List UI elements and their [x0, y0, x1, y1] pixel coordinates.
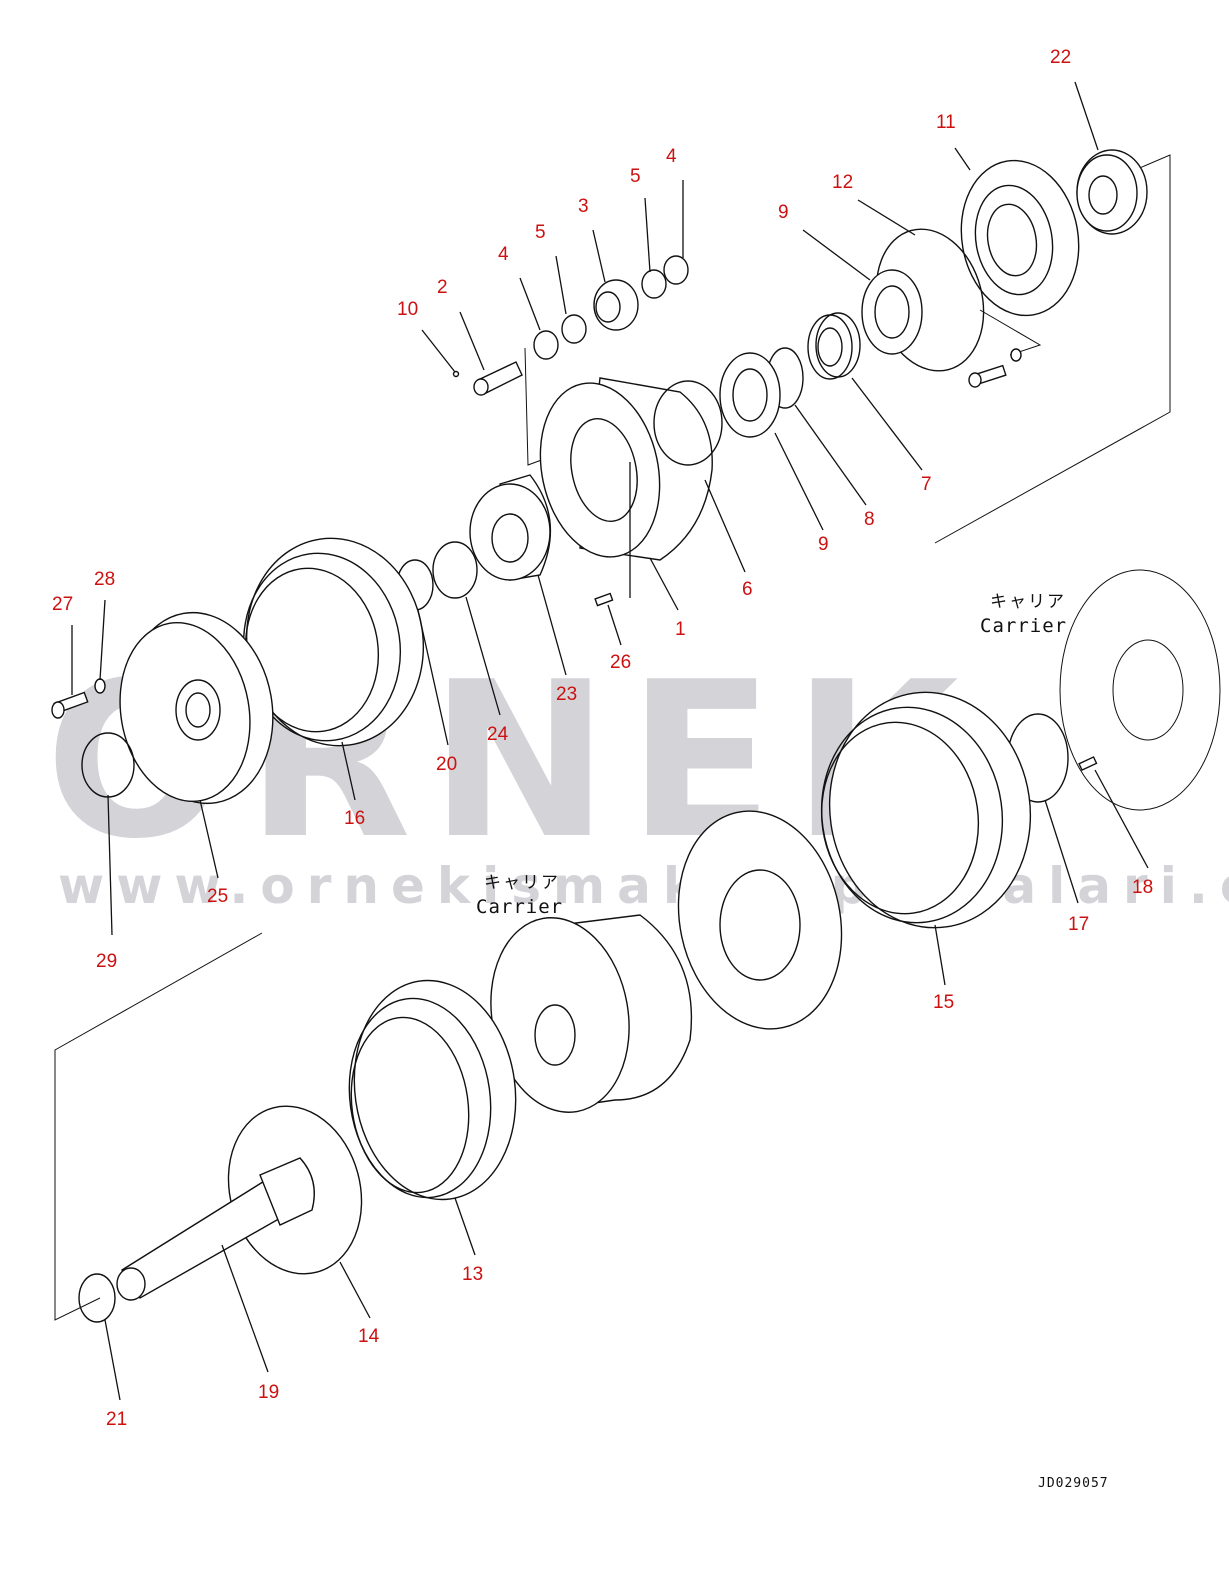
carrier-label-jp: キャリア — [484, 873, 560, 893]
lower-carrier — [490, 914, 693, 1113]
part-27-bolt — [51, 691, 89, 719]
callout-18: 18 — [1132, 877, 1153, 898]
part-26-pin — [594, 592, 614, 607]
callout-29: 29 — [96, 951, 117, 972]
callout-8: 8 — [864, 509, 875, 530]
callout-6: 6 — [742, 579, 753, 600]
callout-20: 20 — [436, 754, 457, 775]
callout-1: 1 — [675, 619, 686, 640]
callout-21: 21 — [106, 1409, 127, 1430]
part-15-ring-gear — [820, 691, 1032, 929]
part-4-5-washers — [533, 255, 689, 360]
callout-28: 28 — [94, 569, 115, 590]
part-21-snap-ring — [78, 1273, 116, 1323]
part-3-planet-gear — [593, 279, 639, 331]
callout-17: 17 — [1068, 914, 1089, 935]
callout-13: 13 — [462, 1264, 483, 1285]
callout-4-left: 4 — [498, 244, 509, 265]
part-24-snap-ring — [432, 541, 478, 599]
callout-5-left: 5 — [535, 222, 546, 243]
part-9-lower-bearing — [719, 352, 781, 438]
callout-19: 19 — [258, 1382, 279, 1403]
callout-11: 11 — [936, 112, 956, 133]
part-19-shaft — [116, 1157, 315, 1301]
callout-5-right: 5 — [630, 166, 641, 187]
callout-27: 27 — [52, 594, 73, 615]
lower-carrier-plate — [677, 810, 843, 1030]
callout-12: 12 — [832, 172, 853, 193]
carrier-label-upper: キャリア Carrier — [980, 592, 1067, 637]
part-11-housing — [960, 159, 1080, 317]
part-13-ring-gear — [348, 979, 517, 1201]
leader-lines — [71, 81, 1149, 1401]
callout-25: 25 — [207, 886, 228, 907]
part-22-bearing — [1076, 149, 1148, 235]
callout-14: 14 — [358, 1326, 380, 1347]
part-25-cover — [119, 611, 274, 805]
callout-labels: 22 11 12 9 4 5 3 5 4 2 10 7 8 9 6 1 26 2… — [52, 47, 1153, 1430]
callout-23: 23 — [556, 684, 577, 705]
callout-16: 16 — [344, 808, 365, 829]
callout-2: 2 — [437, 277, 448, 298]
carrier-label-lower: キャリア Carrier — [476, 873, 563, 918]
part-1-carrier — [539, 377, 723, 561]
part-18-pin — [1078, 756, 1098, 772]
carrier-label-jp: キャリア — [990, 592, 1066, 612]
housing-bolt — [968, 348, 1022, 388]
callout-9-upper: 9 — [778, 202, 789, 223]
callout-7: 7 — [921, 474, 932, 495]
part-7-bushing — [807, 312, 861, 380]
part-2-shaft-pin — [452, 361, 523, 396]
callout-24: 24 — [487, 724, 509, 745]
callout-3: 3 — [578, 196, 589, 217]
part-28-washer — [94, 678, 106, 694]
part-9-upper-bearing — [861, 269, 923, 355]
callout-9-lower: 9 — [818, 534, 829, 555]
part-23-sun-gear — [469, 474, 552, 581]
carrier-housing-upper-right — [1059, 569, 1221, 811]
watermark-url: www.ornekismakinaparcalari.com.tr — [58, 857, 1229, 915]
carrier-label-en: Carrier — [980, 615, 1067, 637]
callout-26: 26 — [610, 652, 631, 673]
drawing-code: JD029057 — [1038, 1476, 1109, 1491]
carrier-label-en: Carrier — [476, 896, 563, 918]
callout-10: 10 — [397, 299, 418, 320]
callout-15: 15 — [933, 992, 954, 1013]
callout-22: 22 — [1050, 47, 1071, 68]
callout-4-right: 4 — [666, 146, 677, 167]
